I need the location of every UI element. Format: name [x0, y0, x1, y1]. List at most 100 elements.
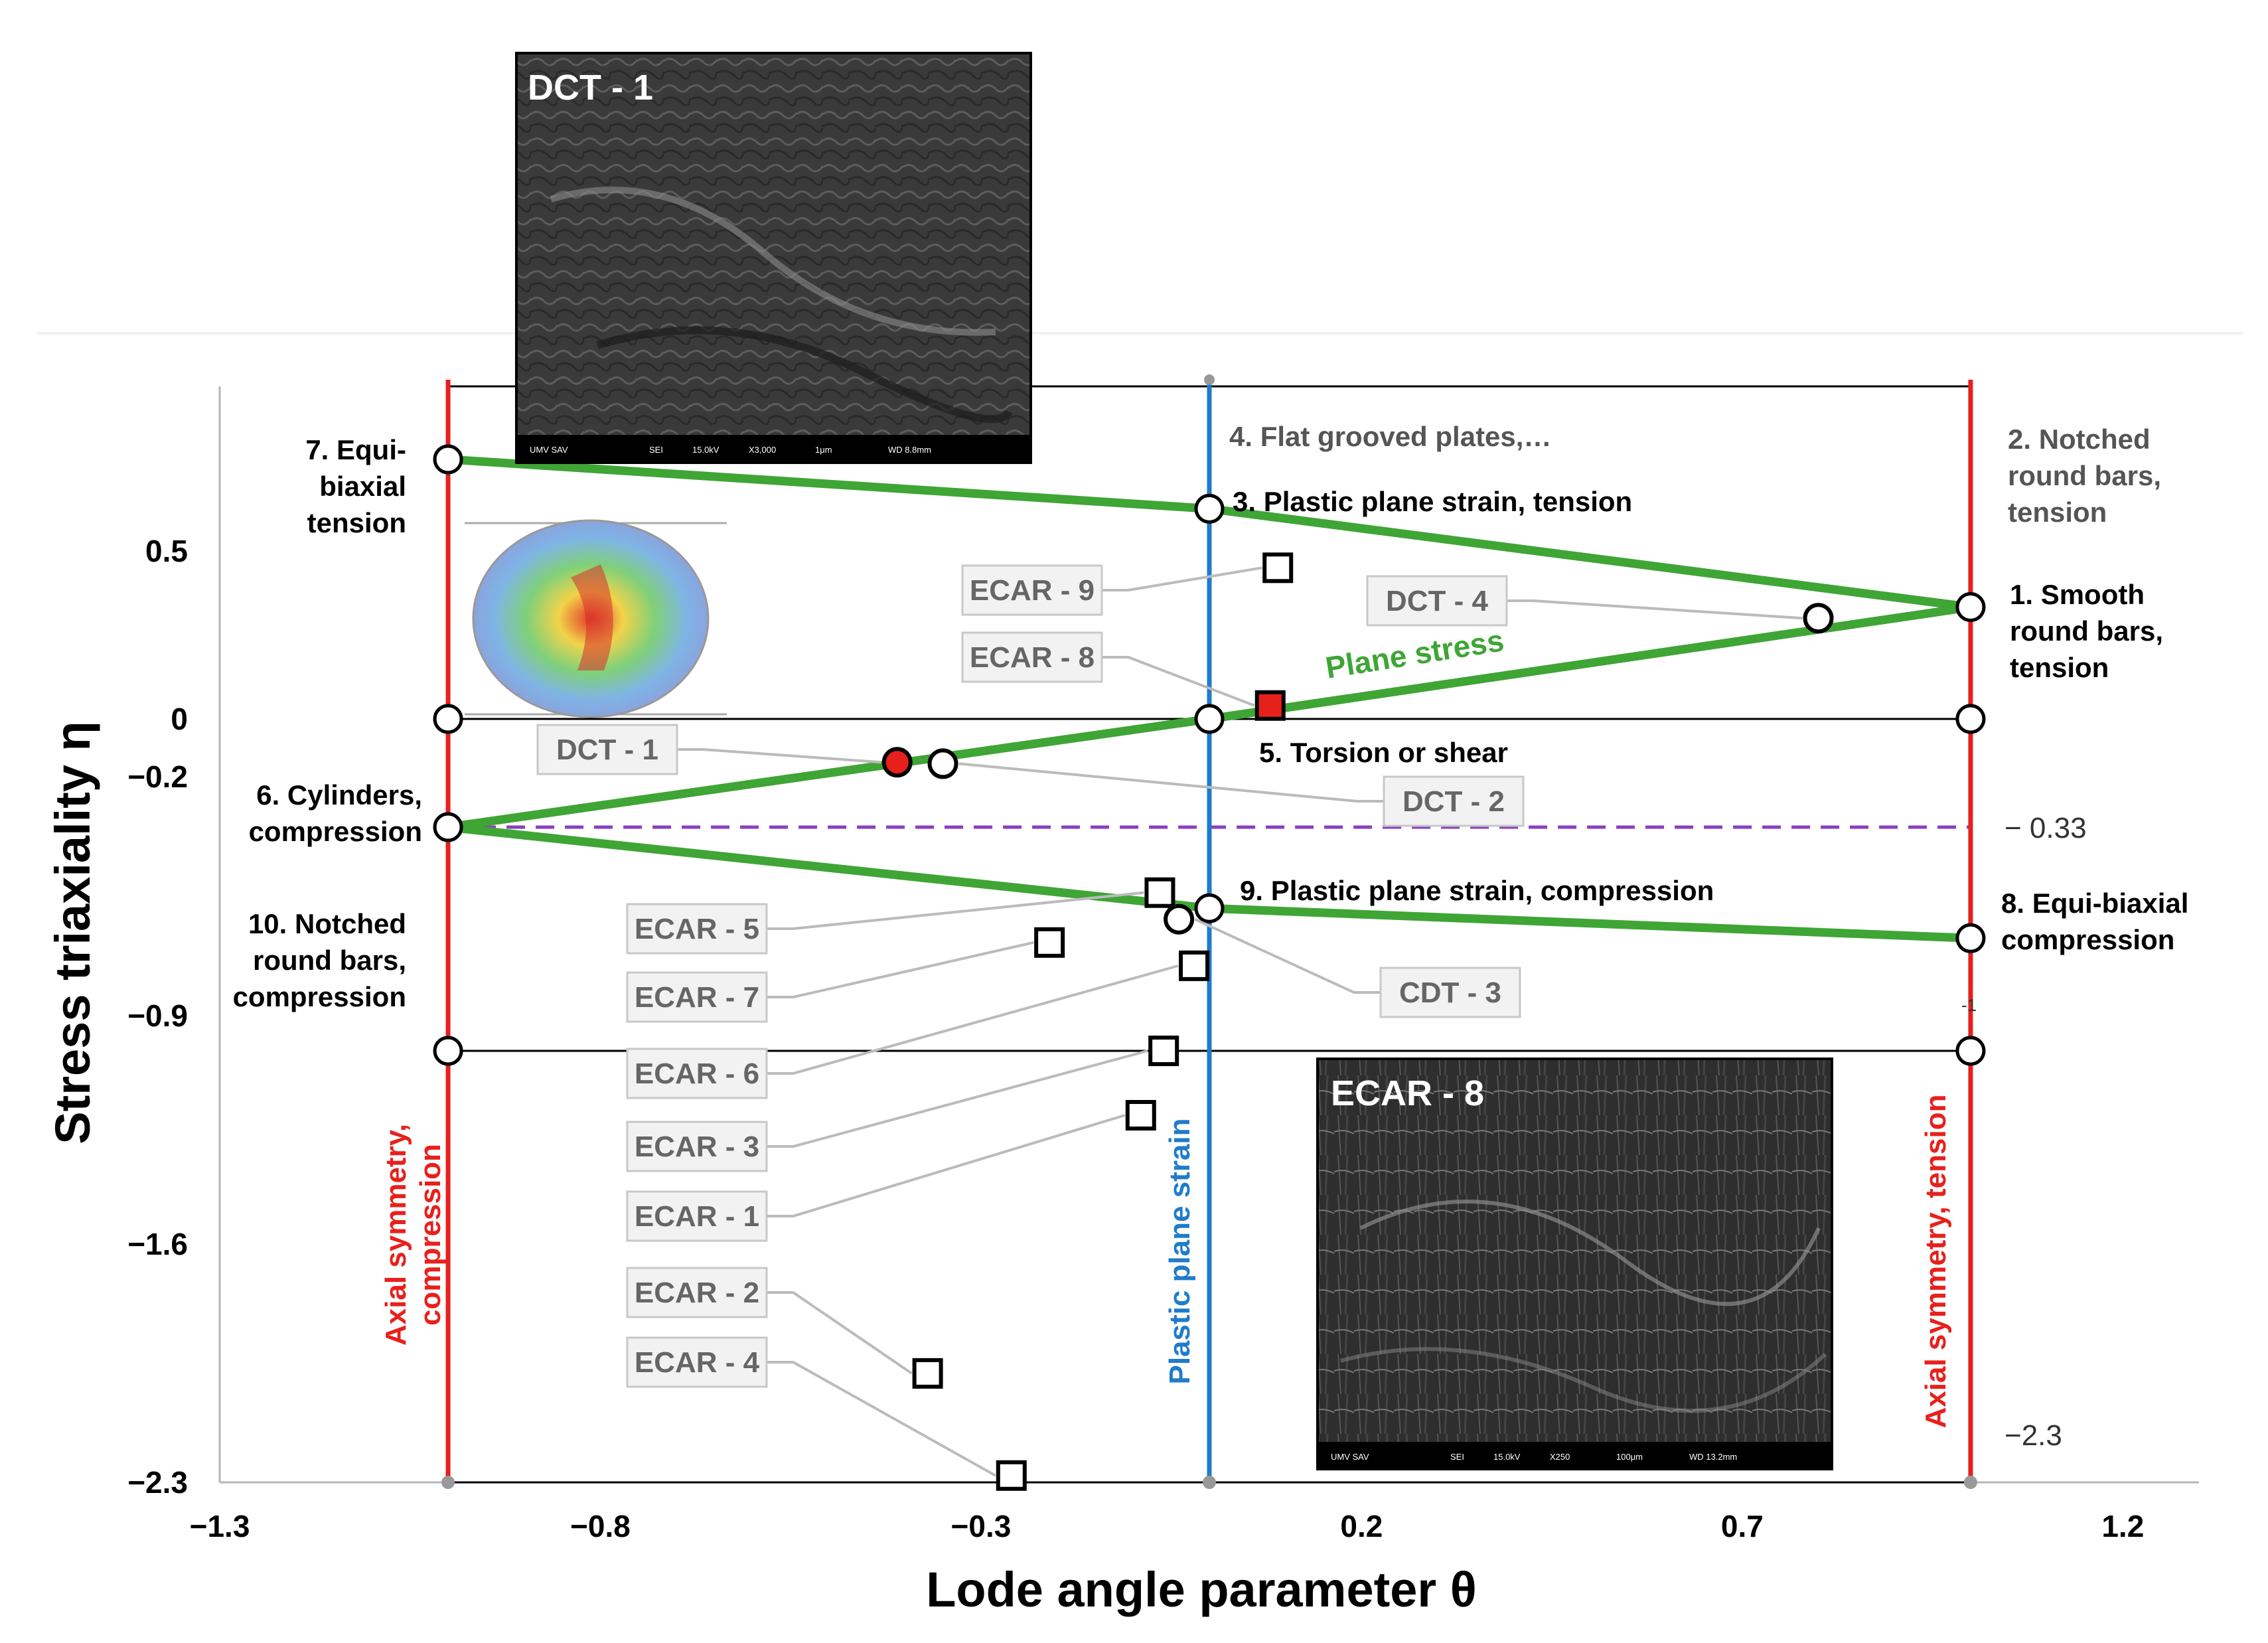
ecar8bar-item-4: 100μm [1616, 1452, 1643, 1462]
callout-label-ecar-2: ECAR - 2 [635, 1277, 759, 1309]
callout-line-dct-4 [1507, 599, 1803, 620]
callout-line-dct-2 [958, 762, 1384, 803]
y-tick-5: −2.3 [127, 1465, 188, 1500]
callout-label-ecar-3: ECAR - 3 [635, 1131, 759, 1163]
callout-box-ecar-4 [626, 1336, 768, 1388]
callout-line-ecar-5 [767, 891, 1144, 930]
label-ref-4: 4. Flat grooved plates,… [1229, 421, 1551, 452]
y-tick-1: 0 [171, 702, 188, 736]
callout-line-ecar-6 [767, 964, 1179, 1075]
callout-line-ecar-1 [767, 1114, 1126, 1217]
x-tick-3: 0.2 [1340, 1509, 1383, 1543]
vline-top-dot [1204, 374, 1215, 385]
vline-label-2: Axial symmetry, tension [1920, 1095, 1952, 1429]
reference-point-6 [433, 812, 463, 842]
reference-point-7 [1194, 893, 1225, 923]
dct1bar-item-5: WD 8.8mm [888, 445, 931, 455]
callout-label-dct-1: DCT - 1 [556, 734, 658, 766]
ticks-layer: −1.3 −0.8 −0.3 0.2 0.7 1.2 0.5 0 −0.2 −0.9 −1.6 −2.… [127, 534, 2144, 1543]
ecar8bar-item-0: UMV SAV [1331, 1452, 1369, 1462]
callout-label-dct-4: DCT - 4 [1386, 585, 1489, 617]
y-tick-2: −0.2 [127, 759, 188, 794]
callout-box-ecar-2 [626, 1267, 768, 1318]
dct1-inset-title: DCT - 1 [528, 68, 653, 108]
callout-label-ecar-4: ECAR - 4 [635, 1346, 760, 1379]
callout-box-ecar-9 [961, 564, 1103, 616]
right-tick-1: -1 [1961, 995, 1977, 1015]
ecar8bar-item-3: X250 [1550, 1452, 1570, 1462]
right-tick-2: −2.3 [2004, 1419, 2062, 1452]
data-points-layer [433, 444, 1986, 1491]
x-tick-2: −0.3 [951, 1509, 1012, 1543]
x-tick-0: −1.3 [190, 1509, 250, 1543]
label-ref-6: 6. Cylinders,compression [249, 779, 422, 847]
point-ecar-4 [996, 1460, 1027, 1491]
vline-label-0: Axial symmetry,compression [380, 1124, 447, 1346]
callout-label-ecar-1: ECAR - 1 [635, 1200, 759, 1233]
point-dct-2 [927, 748, 958, 779]
callout-label-ecar-6: ECAR - 6 [635, 1057, 759, 1090]
callout-box-dct-2 [1383, 775, 1525, 827]
y-tick-0: 0.5 [145, 534, 188, 568]
vline-bottom-dot-2 [1963, 1476, 1977, 1489]
point-dct-4 [1803, 603, 1834, 634]
x-tick-1: −0.8 [570, 1509, 631, 1543]
dct1bar-item-3: X3,000 [749, 445, 776, 455]
callout-box-dct-1 [536, 724, 678, 775]
reference-point-5 [1955, 704, 1986, 734]
vline-bottom-dot-1 [1203, 1476, 1216, 1489]
y-tick-4: −1.6 [127, 1227, 188, 1261]
callout-box-ecar-3 [626, 1121, 768, 1172]
dct1bar-item-1: SEI [649, 445, 663, 455]
point-ecar-1 [1125, 1100, 1156, 1131]
callout-line-ecar-9 [1102, 566, 1262, 591]
callout-box-ecar-1 [626, 1190, 768, 1242]
x-tick-4: 0.7 [1721, 1509, 1764, 1543]
callout-label-dct-2: DCT - 2 [1402, 785, 1505, 818]
callout-box-ecar-5 [626, 903, 768, 955]
callout-box-ecar-6 [626, 1048, 768, 1099]
callout-box-cdt-3 [1379, 967, 1521, 1018]
reference-point-4 [1194, 704, 1225, 734]
label-ref-3: 3. Plastic plane strain, tension [1233, 486, 1632, 517]
callout-label-ecar-8: ECAR - 8 [970, 641, 1095, 674]
reference-point-2 [1955, 592, 1986, 623]
label-ref-9: 9. Plastic plane strain, compression [1240, 875, 1714, 906]
vline-label-1: Plastic plane strain [1164, 1118, 1196, 1384]
reference-point-10 [1955, 1036, 1986, 1066]
callout-line-ecar-3 [767, 1050, 1148, 1148]
dct1bar-item-0: UMV SAV [530, 445, 568, 455]
reference-point-0 [433, 444, 463, 475]
ecar8bar-item-1: SEI [1450, 1452, 1464, 1462]
x-axis-title: Lode angle parameter θ [926, 1562, 1477, 1617]
callout-line-ecar-7 [767, 941, 1034, 998]
callout-box-ecar-7 [626, 971, 768, 1023]
y-tick-3: −0.9 [127, 998, 188, 1033]
dct1bar-item-4: 1μm [815, 445, 832, 455]
specimen-strain-field-inset [465, 519, 727, 718]
reference-point-9 [433, 1036, 463, 1066]
point-ecar-8 [1254, 690, 1286, 721]
point-ecar-3 [1148, 1036, 1179, 1066]
callout-line-dct-1 [677, 748, 881, 764]
reference-point-3 [433, 704, 463, 734]
point-cdt-3 [1164, 903, 1195, 935]
x-tick-5: 1.2 [2101, 1509, 2144, 1543]
reference-point-8 [1955, 923, 1986, 953]
callout-box-dct-4 [1366, 575, 1508, 627]
callout-line-ecar-4 [767, 1361, 996, 1477]
callout-label-ecar-9: ECAR - 9 [970, 574, 1095, 607]
ecar8bar-item-2: 15.0kV [1493, 1452, 1521, 1462]
